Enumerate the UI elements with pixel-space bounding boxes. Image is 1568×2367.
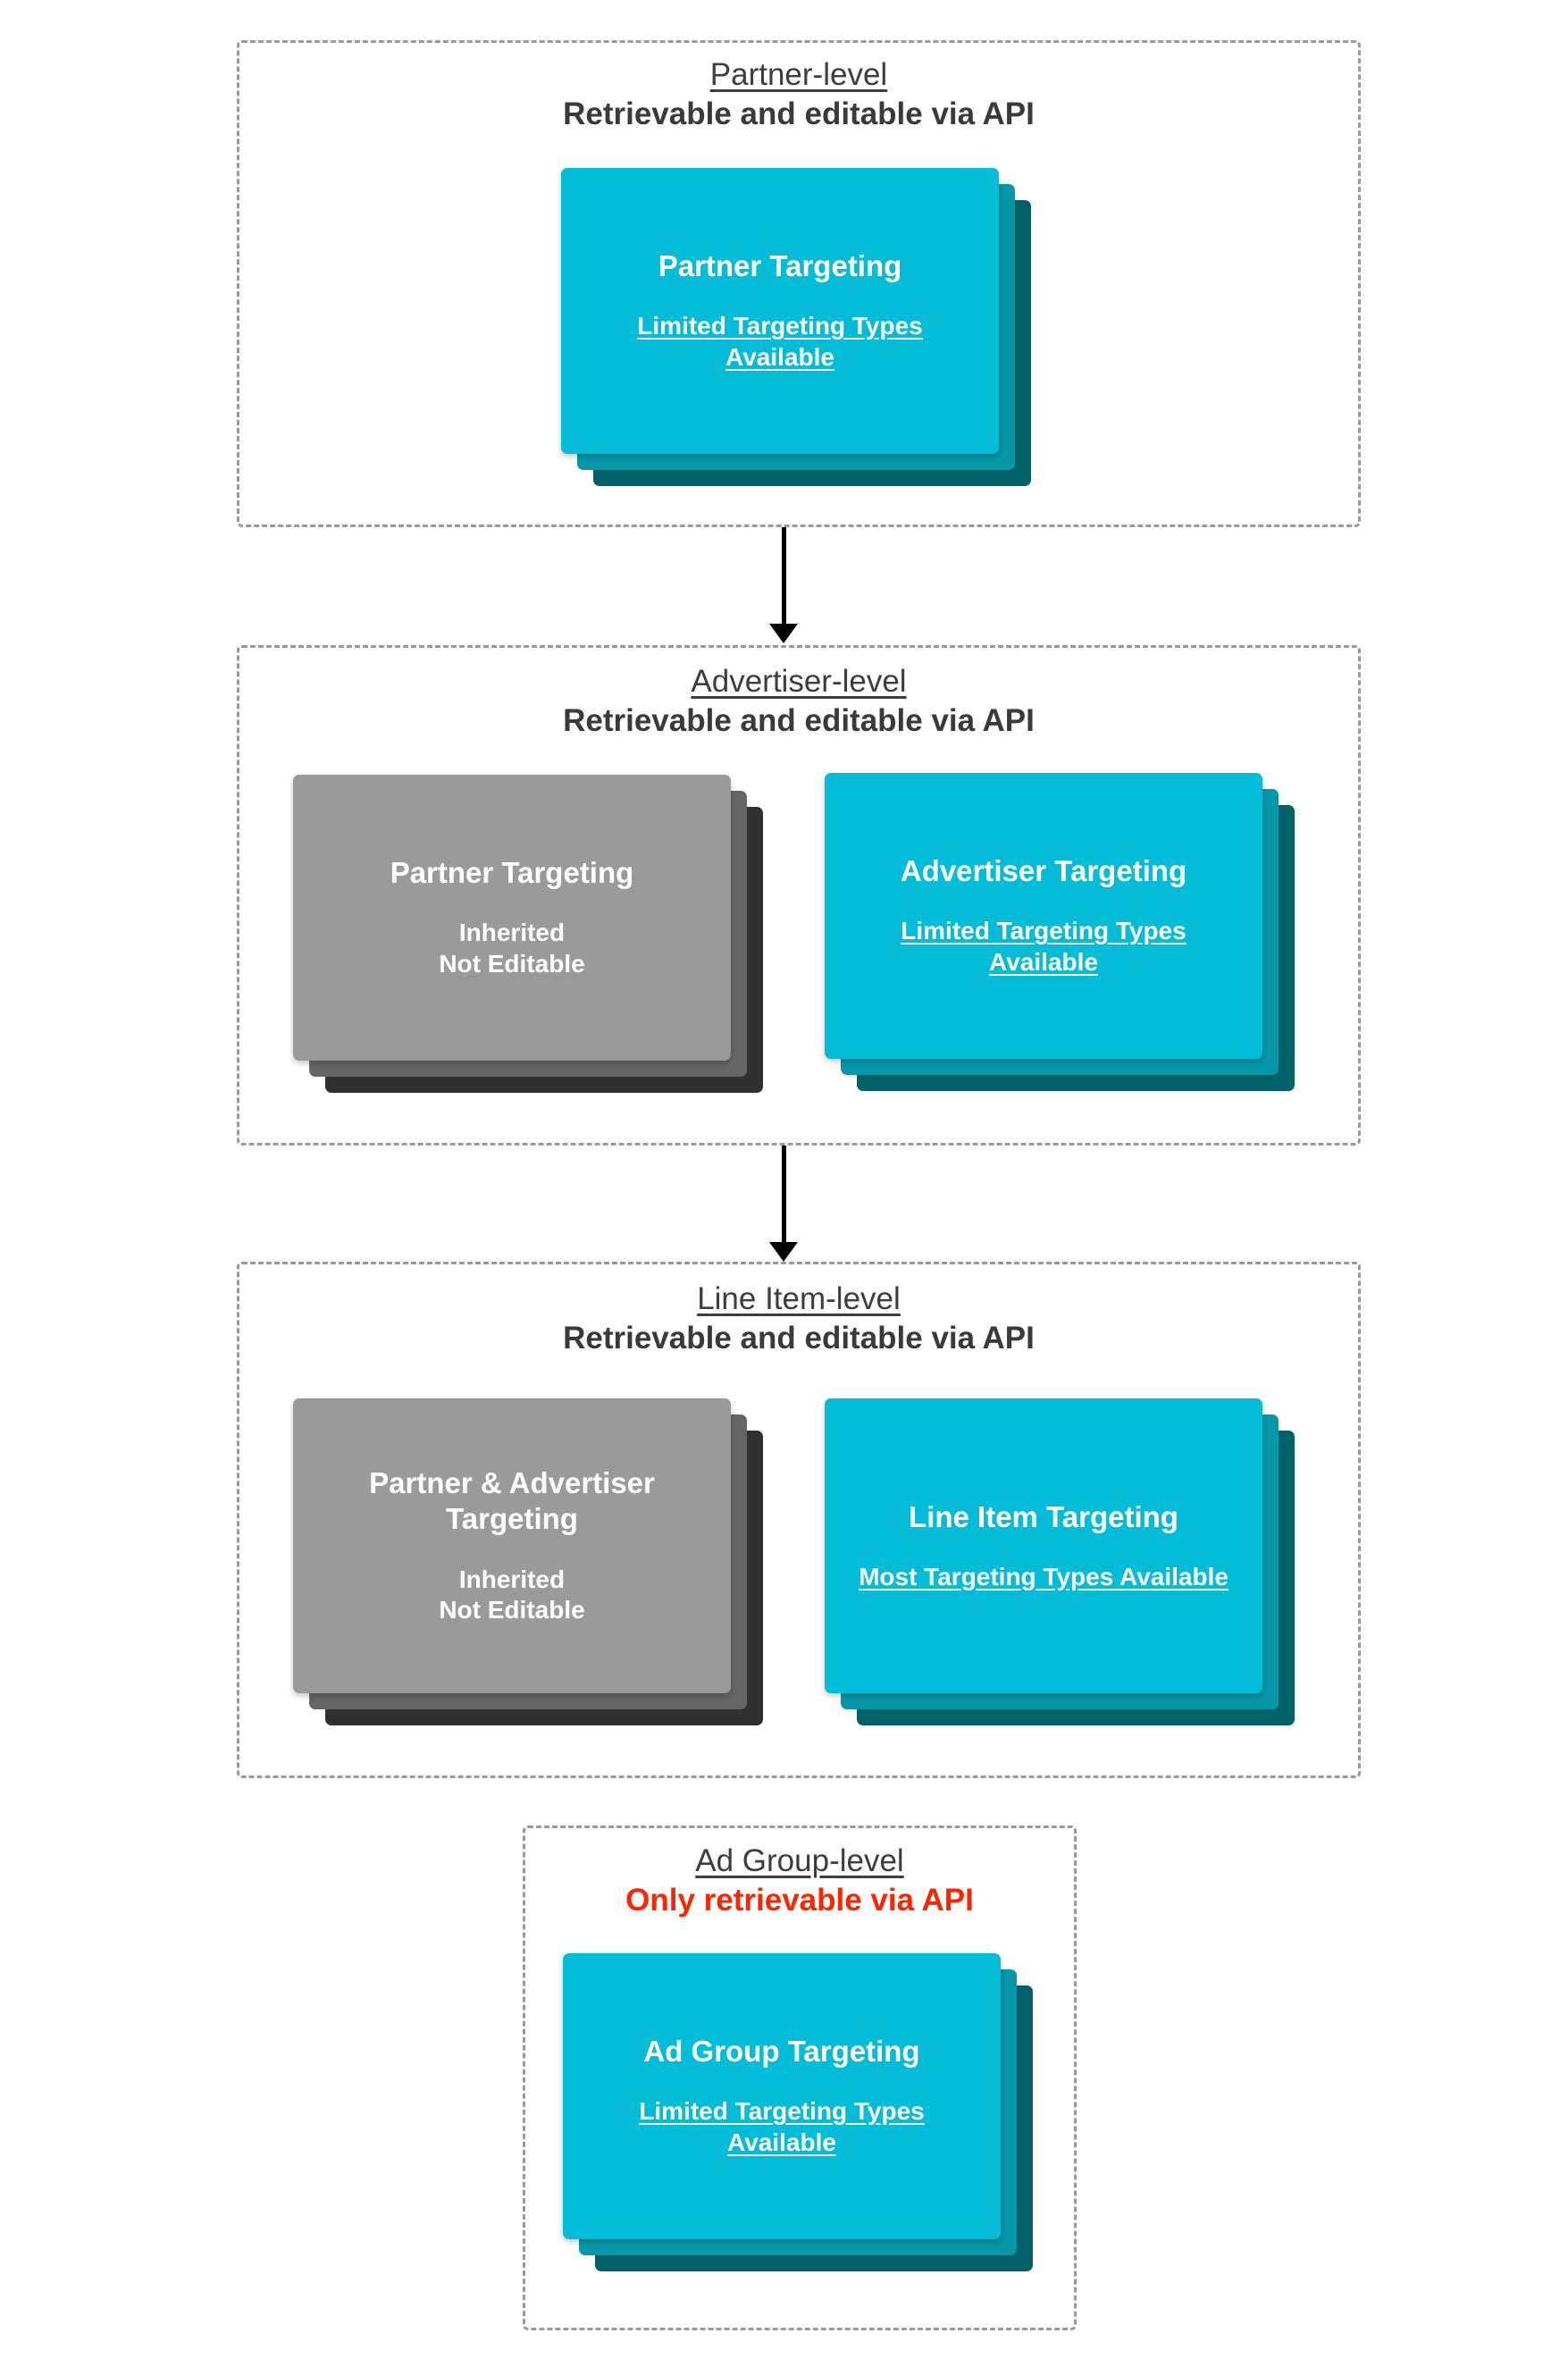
level-header-line-item: Line Item-level Retrievable and editable… [239, 1280, 1358, 1357]
level-header-advertiser: Advertiser-level Retrievable and editabl… [239, 663, 1358, 740]
arrow-advertiser-to-line-item [769, 1146, 798, 1262]
level-title-ad-group: Ad Group-level [695, 1843, 904, 1878]
arrow-shaft [781, 1146, 786, 1246]
card-note-partner-advertiser-targeting-inherited: Inherited Not Editable [439, 1565, 585, 1624]
level-subtitle-line-item: Retrievable and editable via API [563, 1321, 1035, 1356]
level-title-advertiser: Advertiser-level [691, 664, 907, 699]
card-title-line-item-targeting: Line Item Targeting [909, 1499, 1178, 1533]
arrow-shaft [781, 527, 786, 627]
card-layer-front: Advertiser Targeting Limited Targeting T… [825, 773, 1262, 1059]
card-title-partner-targeting: Partner Targeting [658, 249, 902, 283]
card-title-partner-targeting-inherited: Partner Targeting [390, 856, 634, 890]
card-layer-front: Line Item Targeting Most Targeting Types… [825, 1398, 1262, 1693]
card-stack-ad-group-targeting[interactable]: Ad Group Targeting Limited Targeting Typ… [563, 1953, 1033, 2271]
level-subtitle-partner: Retrievable and editable via API [563, 97, 1035, 132]
card-stack-partner-targeting[interactable]: Partner Targeting Limited Targeting Type… [561, 168, 1031, 486]
card-note-partner-targeting-inherited: Inherited Not Editable [439, 919, 585, 978]
level-header-partner: Partner-level Retrievable and editable v… [239, 56, 1358, 133]
card-stack-advertiser-targeting[interactable]: Advertiser Targeting Limited Targeting T… [825, 773, 1295, 1091]
arrow-head-icon [769, 1242, 798, 1262]
card-note-partner-targeting: Limited Targeting Types Available [637, 312, 923, 372]
level-container-ad-group: Ad Group-level Only retrievable via API … [523, 1826, 1077, 2330]
card-layer-front: Partner & Advertiser Targeting Inherited… [293, 1398, 731, 1693]
level-subtitle-ad-group: Only retrievable via API [625, 1883, 974, 1918]
level-title-partner: Partner-level [709, 57, 888, 92]
arrow-head-icon [769, 624, 798, 643]
card-layer-front: Ad Group Targeting Limited Targeting Typ… [563, 1953, 1001, 2239]
level-header-ad-group: Ad Group-level Only retrievable via API [525, 1842, 1074, 1919]
card-note-advertiser-targeting: Limited Targeting Types Available [901, 917, 1186, 977]
level-container-line-item: Line Item-level Retrievable and editable… [237, 1262, 1361, 1778]
card-title-partner-advertiser-targeting-inherited: Partner & Advertiser Targeting [369, 1466, 655, 1536]
arrow-partner-to-advertiser [769, 527, 798, 643]
level-container-advertiser: Advertiser-level Retrievable and editabl… [237, 645, 1361, 1146]
card-title-advertiser-targeting: Advertiser Targeting [900, 854, 1187, 888]
card-stack-partner-advertiser-targeting-inherited[interactable]: Partner & Advertiser Targeting Inherited… [293, 1398, 763, 1725]
level-container-partner: Partner-level Retrievable and editable v… [237, 40, 1361, 527]
card-note-line-item-targeting: Most Targeting Types Available [859, 1562, 1228, 1591]
card-note-ad-group-targeting: Limited Targeting Types Available [639, 2097, 925, 2157]
level-title-line-item: Line Item-level [697, 1281, 901, 1316]
card-stack-partner-targeting-inherited[interactable]: Partner Targeting Inherited Not Editable [293, 775, 763, 1093]
card-layer-front: Partner Targeting Limited Targeting Type… [561, 168, 999, 454]
card-title-ad-group-targeting: Ad Group Targeting [643, 2035, 920, 2069]
card-layer-front: Partner Targeting Inherited Not Editable [293, 775, 731, 1061]
level-subtitle-advertiser: Retrievable and editable via API [563, 703, 1035, 739]
card-stack-line-item-targeting[interactable]: Line Item Targeting Most Targeting Types… [825, 1398, 1295, 1725]
